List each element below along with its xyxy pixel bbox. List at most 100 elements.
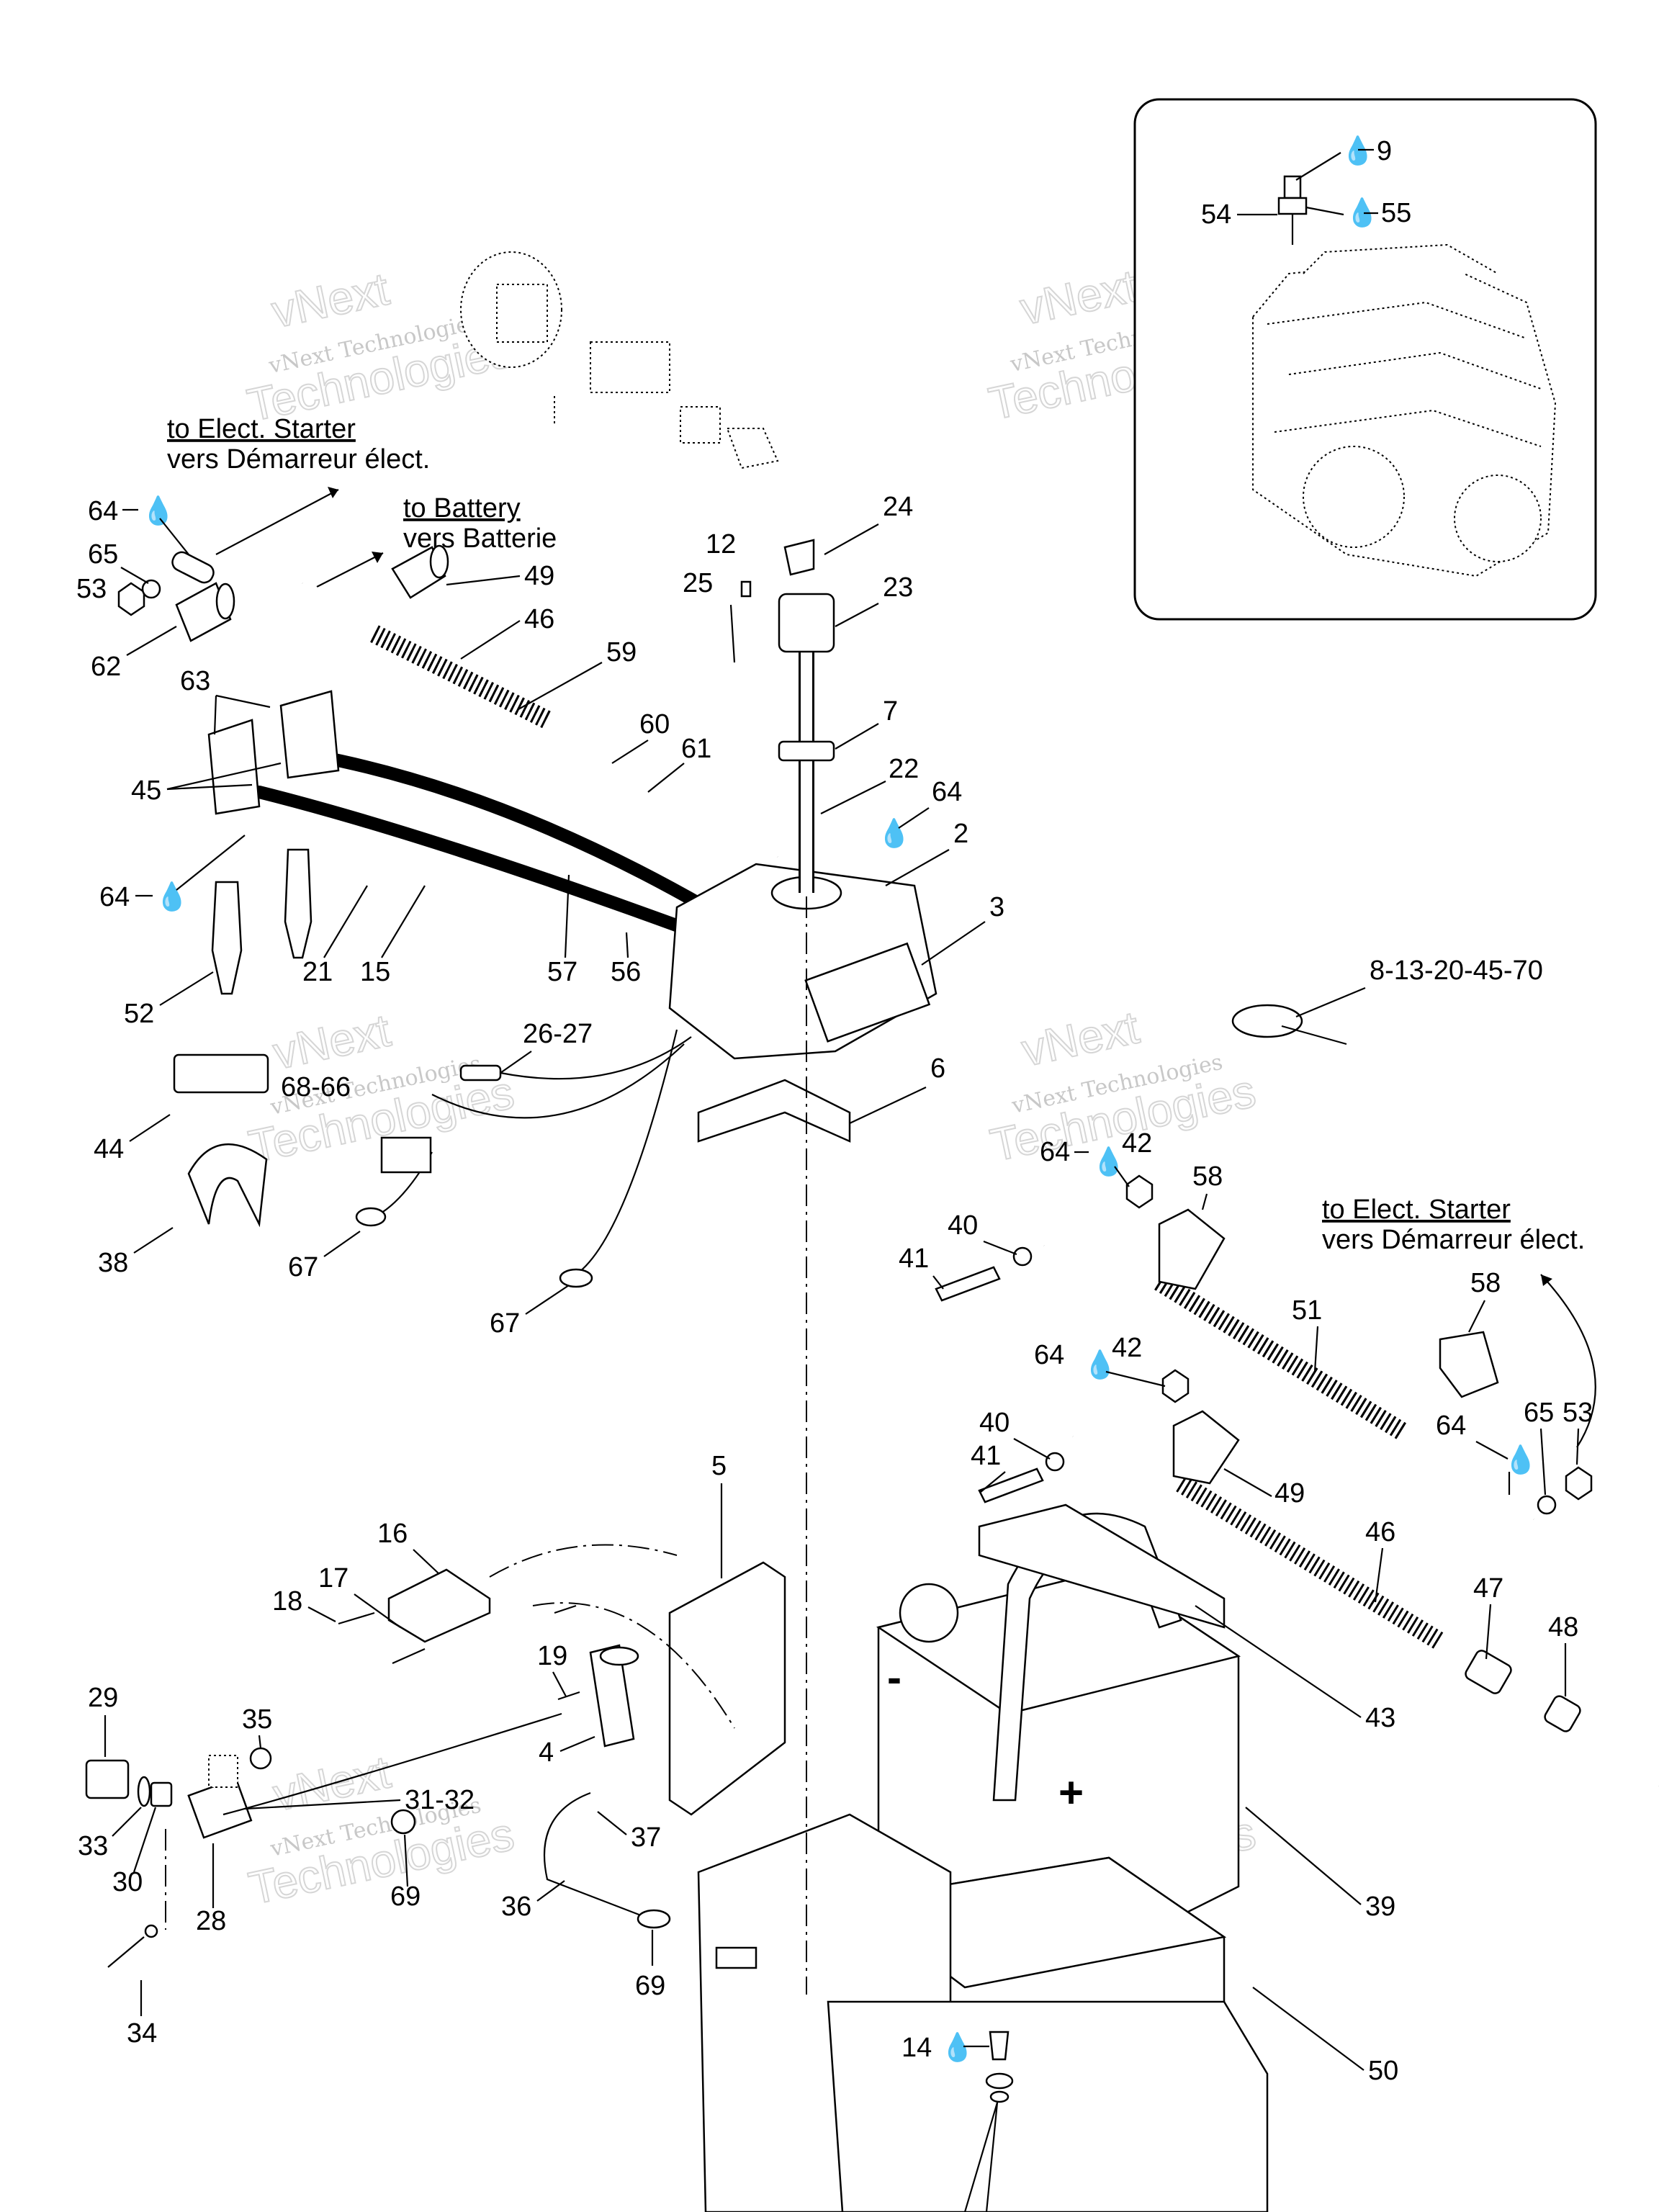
svg-text:29: 29: [88, 1683, 118, 1713]
boot-62: [175, 582, 235, 642]
svg-text:69: 69: [635, 1971, 665, 2001]
svg-text:💧: 💧: [155, 881, 189, 912]
fuse-holder-28: [85, 1712, 562, 1839]
svg-text:48: 48: [1548, 1612, 1578, 1642]
nut-53-top: [117, 579, 161, 616]
svg-text:24: 24: [883, 492, 913, 522]
battery-cable-46: [1071, 1433, 1659, 1789]
svg-text:4: 4: [539, 1737, 554, 1768]
screws-17-18-19: [338, 1604, 580, 1701]
battery-box: [697, 1813, 1269, 2212]
rivet-34: [107, 1829, 166, 1968]
svg-text:64: 64: [88, 496, 118, 526]
battery-cable-upper: [171, 551, 794, 882]
boot-49-top: [391, 544, 449, 599]
svg-text:40: 40: [948, 1210, 978, 1241]
svg-text:52: 52: [124, 999, 154, 1029]
svg-text:vNext: vNext: [1016, 259, 1142, 334]
svg-text:💧: 💧: [141, 495, 175, 526]
svg-text:vers Batterie: vers Batterie: [403, 523, 557, 554]
svg-text:36: 36: [501, 1892, 531, 1922]
solenoid-16: [387, 1544, 735, 1729]
note-to-starter-right: to Elect. Starter vers Démarreur élect.: [1322, 1195, 1596, 1448]
engine-drawing: [1252, 175, 1557, 577]
svg-text:58: 58: [1470, 1268, 1501, 1298]
svg-text:31-32: 31-32: [405, 1785, 475, 1815]
svg-text:30: 30: [112, 1867, 143, 1897]
svg-text:64: 64: [1034, 1340, 1064, 1370]
svg-text:41: 41: [971, 1441, 1001, 1471]
svg-text:23: 23: [883, 572, 913, 603]
svg-text:14: 14: [902, 2033, 932, 2063]
svg-text:💧: 💧: [877, 817, 911, 849]
svg-text:50: 50: [1368, 2056, 1398, 2086]
svg-text:42: 42: [1122, 1128, 1152, 1159]
svg-text:60: 60: [639, 709, 670, 739]
svg-text:8-13-20-45-70: 8-13-20-45-70: [1370, 956, 1543, 986]
bolt-14: [963, 2031, 1014, 2212]
svg-text:💧: 💧: [1083, 1349, 1117, 1380]
svg-text:25: 25: [683, 568, 713, 598]
watermark-low-left: vNext vNext Technologies Technologies: [243, 1745, 518, 1915]
svg-text:7: 7: [883, 696, 898, 727]
callout-55: 💧 55: [1305, 197, 1411, 228]
nut-53-right: [1537, 1466, 1593, 1515]
svg-text:vNext: vNext: [269, 1004, 395, 1079]
stem-22: [729, 539, 835, 893]
svg-text:67: 67: [288, 1252, 318, 1282]
svg-text:42: 42: [1112, 1333, 1142, 1363]
svg-text:43: 43: [1365, 1703, 1395, 1733]
svg-text:64: 64: [1436, 1411, 1466, 1441]
svg-text:6: 6: [930, 1053, 945, 1084]
svg-text:5: 5: [711, 1451, 727, 1481]
svg-text:22: 22: [889, 754, 919, 784]
svg-text:3: 3: [989, 892, 1004, 922]
watermark-mid-right: vNext vNext Technologies Technologies: [985, 1000, 1260, 1172]
svg-text:62: 62: [91, 652, 121, 682]
ground-wires-67: [355, 1029, 678, 1288]
svg-text:49: 49: [1274, 1478, 1305, 1509]
svg-text:67: 67: [490, 1308, 520, 1339]
svg-text:45: 45: [131, 775, 161, 806]
svg-text:56: 56: [611, 957, 641, 987]
svg-text:16: 16: [377, 1519, 408, 1549]
pad-6: [697, 1079, 851, 1143]
svg-text:55: 55: [1381, 198, 1411, 228]
svg-text:17: 17: [318, 1563, 349, 1593]
svg-text:69: 69: [390, 1881, 421, 1912]
svg-text:vNext: vNext: [1017, 1001, 1143, 1076]
svg-text:28: 28: [196, 1906, 226, 1936]
svg-text:💧: 💧: [1503, 1444, 1537, 1475]
harness-connectors-sketch: [460, 251, 779, 469]
starter-cable-upper: [300, 580, 780, 860]
bracket-battery-top: [899, 1503, 1226, 1643]
svg-text:18: 18: [272, 1586, 302, 1617]
svg-text:46: 46: [524, 604, 554, 634]
callout-9: 💧 9: [1295, 135, 1392, 181]
battery-cable-51: [1042, 1242, 1536, 1523]
callout-labels: 64 💧 65 53 62 63 45 64 💧 52 21 15 57 56 …: [76, 492, 1593, 2086]
boots-58-49: [1158, 1208, 1499, 1485]
wire-36: [543, 1791, 671, 1929]
svg-text:2: 2: [953, 819, 968, 849]
svg-text:to Elect. Starter: to Elect. Starter: [167, 414, 356, 444]
svg-text:65: 65: [1524, 1398, 1554, 1428]
svg-text:21: 21: [302, 957, 333, 987]
svg-text:35: 35: [242, 1704, 272, 1735]
svg-text:47: 47: [1473, 1573, 1503, 1604]
svg-text:33: 33: [78, 1831, 108, 1861]
svg-text:41: 41: [899, 1244, 929, 1274]
svg-text:49: 49: [524, 561, 554, 591]
svg-text:9: 9: [1377, 136, 1392, 166]
svg-text:39: 39: [1365, 1892, 1395, 1922]
callout-54: 54: [1201, 199, 1277, 230]
svg-text:vNext: vNext: [267, 263, 393, 338]
svg-text:26-27: 26-27: [523, 1019, 593, 1049]
relay-4: [589, 1644, 639, 1748]
svg-text:19: 19: [537, 1641, 567, 1671]
svg-text:to Battery: to Battery: [403, 493, 521, 523]
svg-text:57: 57: [547, 957, 577, 987]
clamp-44: [173, 1053, 269, 1094]
cable-tie-8: [1231, 1004, 1347, 1046]
